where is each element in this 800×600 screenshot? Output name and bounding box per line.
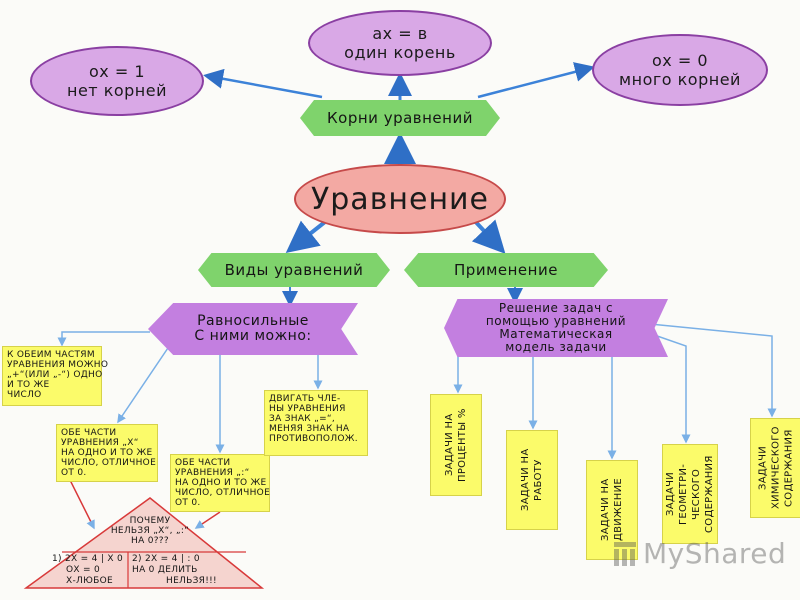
why-zero-question-line-3: на 0???	[131, 536, 169, 546]
action-note-move-terms: Двигать чле- ны уравнения за знак „=“, м…	[264, 390, 368, 456]
action-note-divide: Обе части уравнения „:“ на одно и то же …	[170, 454, 270, 512]
equivalent-node: Равносильные С ними можно:	[148, 303, 358, 355]
why-zero-case1-line-1: 1) 2х = 4 | х 0	[52, 554, 123, 564]
action-note-divide-line-3: на одно и то же	[175, 478, 267, 488]
action-note-divide-line-1: Обе части	[175, 458, 231, 468]
action-note-move-line-2: ны уравнения	[269, 404, 346, 414]
action-note-add-line-4: и то же	[7, 380, 50, 390]
root-case-one-root: ах = в один корень	[308, 10, 492, 76]
solving-line-4: модель задачи	[505, 340, 607, 354]
why-zero-case1-line-3: х-любое	[66, 576, 113, 586]
root-case-no-roots-label: нет корней	[66, 81, 168, 100]
action-note-multiply-line-2: уравнения „х“	[61, 438, 139, 448]
why-zero-case-multiply: 1) 2х = 4 | х 0 ох = 0 х-любое	[52, 554, 128, 587]
roots-hub-label: Корни уравнений	[327, 109, 473, 127]
action-note-multiply-line-5: от 0.	[61, 468, 87, 478]
action-note-divide-line-4: число, отличное	[175, 488, 271, 498]
root-case-no-roots-equation: ох = 1	[88, 62, 145, 81]
why-zero-question-line-2: нельзя „х“, „:“	[110, 526, 190, 536]
root-case-one-root-equation: ах = в	[372, 24, 428, 43]
root-case-many-roots-label: много корней	[619, 70, 741, 89]
line-solving-to-task5	[649, 323, 777, 418]
watermark: MyShared	[612, 537, 786, 570]
task-note-geometry-label: задачи геометри-ческого содержания	[665, 455, 715, 533]
action-note-move-line-1: Двигать чле-	[269, 394, 341, 404]
center-node: Уравнение	[294, 164, 506, 234]
types-hub-label: Виды уравнений	[224, 261, 364, 279]
why-zero-case1-line-2: ох = 0	[66, 565, 101, 575]
task-note-percent: задачи на проценты %	[430, 394, 482, 496]
task-note-chemistry: задачи химического содержания	[750, 418, 800, 518]
why-zero-case2-line-3: нельзя!!!	[166, 576, 217, 586]
why-zero-question: Почему нельзя „х“, „:“ на 0???	[104, 516, 196, 546]
solving-line-1: Решение задач с	[498, 301, 614, 315]
action-note-move-line-5: противополож.	[269, 434, 358, 444]
solving-line-2: помощью уравнений	[485, 314, 627, 328]
action-note-divide-line-5: от 0.	[175, 498, 201, 508]
action-note-multiply-line-3: на одно и то же	[61, 448, 153, 458]
solving-node: Решение задач с помощью уравнений Матема…	[444, 299, 668, 357]
root-case-many-roots-equation: ох = 0	[651, 51, 708, 70]
arrow-roots-to-no-roots	[203, 68, 323, 99]
root-case-no-roots: ох = 1 нет корней	[30, 46, 204, 116]
task-note-geometry: задачи геометри-ческого содержания	[662, 444, 718, 544]
action-note-divide-line-2: уравнения „:“	[175, 468, 250, 478]
why-zero-triangle	[23, 497, 265, 589]
action-note-add-line-2: уравнения можно	[7, 360, 109, 370]
root-case-one-root-label: один корень	[344, 43, 456, 62]
task-note-percent-label: задачи на проценты %	[444, 408, 468, 482]
solving-line-3: Математическая	[499, 327, 613, 341]
equivalent-title: Равносильные	[197, 313, 309, 329]
action-note-multiply-line-1: Обе части	[61, 428, 117, 438]
line-equiv-to-action1	[57, 331, 150, 347]
equivalent-subtitle: С ними можно:	[194, 328, 312, 344]
application-hub-label: Применение	[454, 261, 558, 279]
root-case-many-roots: ох = 0 много корней	[592, 34, 768, 106]
arrow-roots-to-many-roots	[477, 62, 595, 99]
task-note-chemistry-label: задачи химического содержания	[757, 426, 795, 510]
why-zero-case2-line-1: 2) 2х = 4 | : 0	[132, 554, 200, 564]
why-zero-case-divide: 2) 2х = 4 | : 0 на 0 делить нельзя!!!	[132, 554, 250, 587]
types-hub: Виды уравнений	[198, 253, 390, 287]
watermark-logo-icon	[612, 540, 638, 568]
roots-hub: Корни уравнений	[300, 100, 500, 136]
action-note-move-line-4: меняя знак на	[269, 424, 350, 434]
action-note-add-line-5: число	[7, 390, 42, 400]
red-line-action2-to-triangle	[69, 479, 95, 530]
action-note-multiply: Обе части уравнения „х“ на одно и то же …	[56, 424, 158, 482]
action-note-add-line-3: „+“(или „-“) одно	[7, 370, 103, 380]
red-line-action3-to-triangle	[194, 511, 221, 529]
action-note-add-line-1: К обеим частям	[7, 350, 95, 360]
line-equiv-to-action2	[117, 341, 173, 424]
action-note-multiply-line-4: число, отличное	[61, 458, 157, 468]
action-note-move-line-3: за знак „=“,	[269, 414, 336, 424]
task-note-work-label: задачи на работу	[520, 448, 544, 512]
why-zero-question-line-1: Почему	[129, 516, 171, 526]
center-node-label: Уравнение	[310, 181, 490, 217]
watermark-text: MyShared	[643, 537, 787, 570]
task-note-work: задачи на работу	[506, 430, 558, 530]
why-zero-case2-line-2: на 0 делить	[132, 565, 198, 575]
application-hub: Применение	[404, 253, 608, 287]
action-note-add: К обеим частям уравнения можно „+“(или „…	[2, 346, 109, 406]
